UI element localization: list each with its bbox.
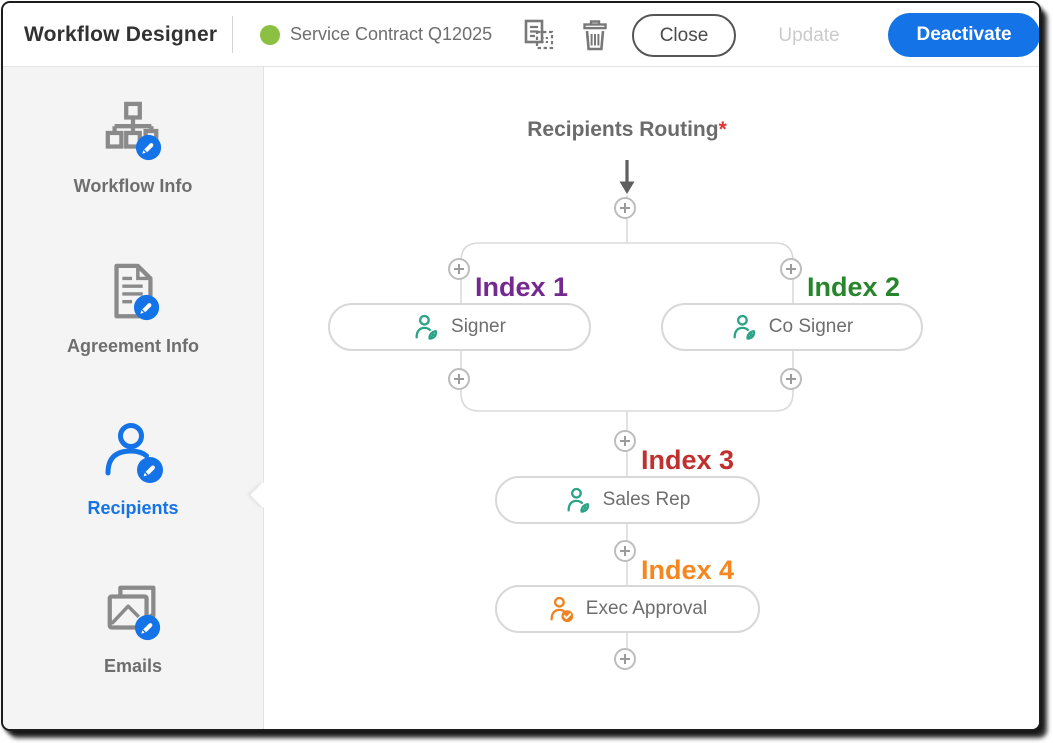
add-recipient-button[interactable] [780, 258, 802, 280]
required-asterisk: * [718, 118, 727, 141]
plus-icon [450, 370, 468, 388]
recipient-name: Sales Rep [602, 489, 691, 510]
recipient-name: Co Signer [768, 316, 854, 337]
top-bar: Workflow Designer Service Contract Q1202… [3, 3, 1039, 67]
recipients-person-icon [105, 423, 163, 483]
plus-icon [616, 432, 634, 450]
recipient-node-exec-approval[interactable]: Exec Approval [495, 585, 760, 633]
update-button-disabled[interactable]: Update [760, 14, 858, 57]
close-button[interactable]: Close [632, 14, 736, 57]
pencil-badge-icon [133, 294, 160, 321]
sidebar-item-label: Workflow Info [73, 176, 193, 196]
sidebar-item-emails[interactable]: Emails [3, 581, 263, 677]
pencil-badge-icon [137, 457, 163, 483]
signer-pen-icon [567, 487, 589, 513]
plus-icon [616, 650, 634, 668]
add-recipient-button[interactable] [448, 258, 470, 280]
plus-icon [450, 260, 468, 278]
canvas-title: Recipients Routing* [527, 118, 727, 141]
workflow-chart-icon [105, 101, 162, 161]
recipient-node-sales-rep[interactable]: Sales Rep [495, 476, 760, 524]
recipient-node-signer[interactable]: Signer [328, 303, 591, 351]
recipient-name: Signer [451, 316, 506, 337]
add-recipient-button[interactable] [780, 368, 802, 390]
sidebar-item-label: Recipients [87, 498, 179, 518]
status-dot [260, 25, 280, 45]
deactivate-button[interactable]: Deactivate [888, 13, 1039, 57]
delete-workflow-button[interactable] [579, 18, 611, 52]
sidebar-item-workflow-info[interactable]: Workflow Info [3, 101, 263, 197]
signer-pen-icon [415, 314, 438, 340]
down-arrow-icon [619, 160, 635, 194]
index-label-4: Index 4 [641, 555, 735, 585]
approver-check-icon [550, 596, 575, 623]
add-recipient-button[interactable] [614, 430, 636, 452]
sidebar-item-recipients[interactable]: Recipients [3, 421, 263, 519]
recipients-routing-canvas: Recipients Routing* Index 1 Index 2 Inde… [250, 67, 1039, 729]
page-title: Workflow Designer [24, 22, 218, 46]
copy-workflow-button[interactable] [523, 18, 555, 52]
plus-icon [782, 260, 800, 278]
sidebar-item-label: Emails [103, 656, 163, 676]
add-recipient-button[interactable] [614, 540, 636, 562]
pencil-badge-icon [135, 134, 162, 161]
trash-icon [583, 19, 607, 50]
agreement-document-icon [114, 263, 160, 321]
add-recipient-button[interactable] [448, 368, 470, 390]
copy-document-icon [524, 19, 553, 50]
sidebar-item-agreement-info[interactable]: Agreement Info [3, 261, 263, 357]
recipient-name: Exec Approval [585, 598, 708, 619]
index-label-1: Index 1 [475, 272, 569, 302]
index-label-2: Index 2 [807, 272, 901, 302]
plus-icon [616, 542, 634, 560]
signer-pen-icon [733, 314, 755, 340]
add-recipient-button[interactable] [614, 197, 636, 219]
index-label-3: Index 3 [641, 445, 735, 475]
sidebar-item-label: Agreement Info [66, 336, 199, 356]
sidebar: Workflow Info Agreement Info [3, 67, 264, 729]
workflow-designer-window: Workflow Designer Service Contract Q1202… [1, 1, 1041, 731]
add-recipient-button[interactable] [614, 648, 636, 670]
emails-envelope-icon [107, 585, 161, 641]
workflow-name: Service Contract Q12025 [290, 24, 493, 44]
header-divider [232, 16, 233, 53]
recipient-node-co-signer[interactable]: Co Signer [661, 303, 923, 351]
plus-icon [616, 199, 634, 217]
pencil-badge-icon [134, 614, 161, 641]
plus-icon [782, 370, 800, 388]
